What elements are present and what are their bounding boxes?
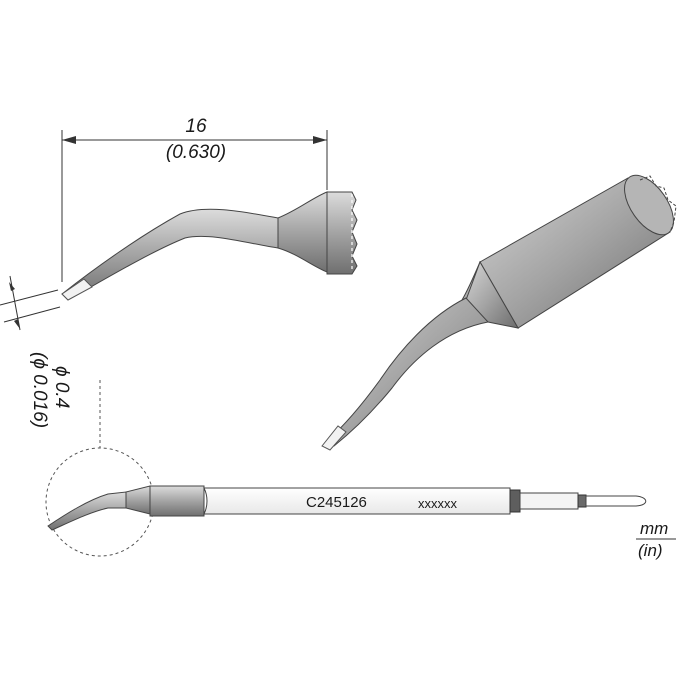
- length-in-label: (0.630): [166, 142, 226, 163]
- cartridge-view: [45, 380, 647, 557]
- part-marking-label: xxxxxx: [418, 496, 458, 511]
- tip-diameter-in-label: (ϕ 0.016): [29, 352, 50, 428]
- unit-in-label: (in): [638, 541, 663, 560]
- perspective-view-tip: [321, 174, 677, 451]
- length-mm-label: 16: [185, 116, 207, 137]
- tip-diameter-dimension: [0, 275, 61, 331]
- side-view-tip: [61, 130, 358, 301]
- unit-mm-label: mm: [640, 519, 668, 538]
- tip-diameter-mm-label: ϕ 0.4: [51, 366, 72, 408]
- part-code-label: C245126: [306, 494, 367, 511]
